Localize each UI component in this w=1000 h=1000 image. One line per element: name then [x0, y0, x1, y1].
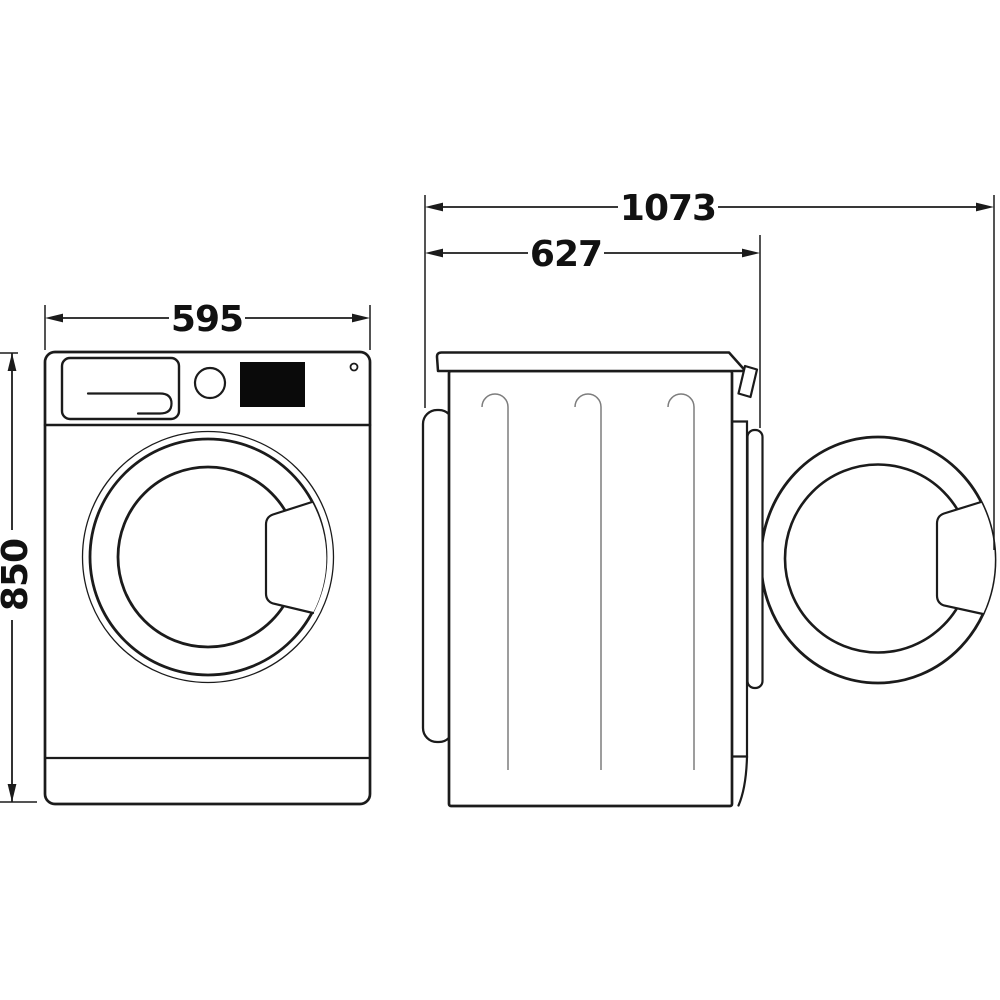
width-value: 595: [171, 299, 243, 340]
control-panel-edge: [737, 364, 759, 399]
front-panel-edge: [730, 420, 749, 758]
arrow-left: [425, 248, 443, 258]
side-groove-3: [667, 393, 695, 770]
display-screen: [240, 362, 305, 407]
door-handle-pocket: [264, 500, 315, 615]
height-value: 850: [0, 539, 36, 611]
power-indicator-dot: [349, 362, 359, 372]
dimension-width: 595: [44, 299, 371, 350]
depth-body-value: 627: [530, 234, 602, 275]
door-seal-circle: [81, 430, 335, 684]
door-handle-pocket-fill: [266, 502, 327, 613]
front-cabinet-outline: [43, 350, 372, 806]
side-groove-1: [481, 393, 509, 770]
open-door-handle-fill: [937, 502, 995, 614]
depth-door-open-value: 1073: [620, 188, 716, 229]
drawer-handle: [86, 392, 173, 415]
dimension-depth-body: 627: [425, 234, 761, 428]
program-knob: [193, 366, 227, 400]
side-view: [421, 351, 997, 808]
arrow-right: [976, 202, 994, 212]
side-groove-2: [574, 393, 602, 770]
dimension-height: 850: [0, 352, 37, 803]
worktop: [435, 351, 747, 373]
arrow-bottom: [7, 784, 17, 802]
detergent-drawer: [60, 356, 181, 421]
dimension-depth-door-open: 1073: [424, 188, 995, 550]
front-bottom-bevel: [737, 755, 749, 807]
side-body-outline: [447, 369, 734, 808]
arrow-left: [45, 313, 63, 323]
door-plate-strip: [746, 428, 764, 690]
arrow-right: [742, 248, 760, 258]
arrow-right: [352, 313, 370, 323]
open-door-handle: [935, 500, 985, 616]
arrow-top: [7, 353, 17, 371]
arrow-left: [425, 202, 443, 212]
front-view: [43, 350, 372, 806]
